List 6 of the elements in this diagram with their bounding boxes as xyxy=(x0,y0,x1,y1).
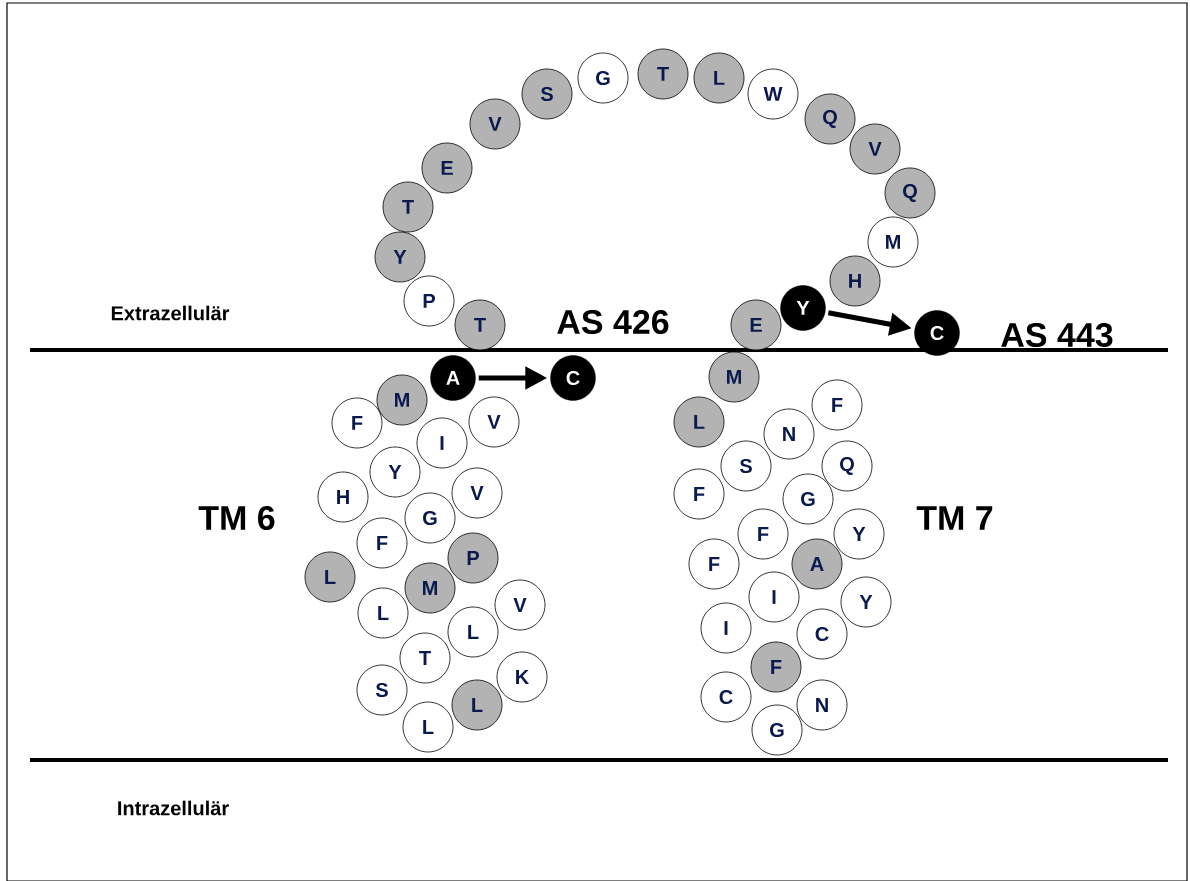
segment-label: AS 426 xyxy=(557,309,669,335)
segment-label: TM 7 xyxy=(916,506,993,530)
segment-label: TM 6 xyxy=(198,505,275,531)
region-label: Intrazellulär xyxy=(118,800,229,816)
segment-label: AS 443 xyxy=(1001,322,1113,348)
region-label: Extrazellulär xyxy=(111,305,230,321)
